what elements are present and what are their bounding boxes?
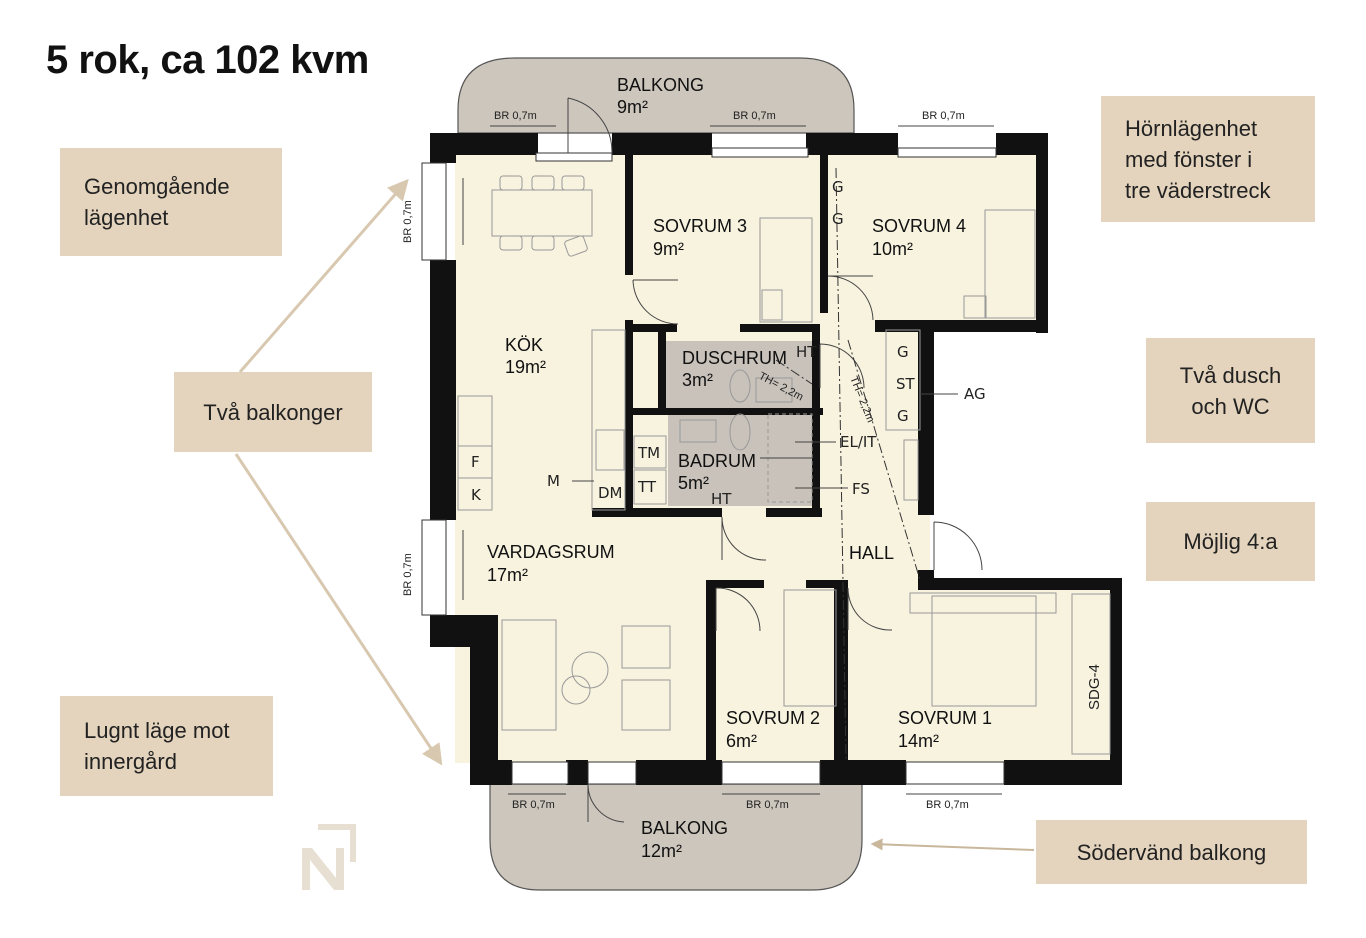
fixture-dm: DM: [598, 484, 623, 502]
bed-sovrum2: [783, 589, 837, 707]
br-label-sovrum3: BR 0,7m: [733, 110, 776, 122]
badrum-toilet: [729, 413, 751, 451]
ceiling-height-lines: [775, 167, 921, 761]
fixture-st: ST: [896, 375, 916, 393]
fixture-fs: FS: [852, 480, 870, 498]
bed-sovrum4: [984, 209, 1036, 319]
arrow-to-west-window: [238, 178, 409, 373]
sofa: [501, 619, 557, 731]
badrum-sink: [679, 419, 717, 443]
page-title: 5 rok, ca 102 kvm: [46, 38, 369, 82]
fixture-g1: G: [832, 178, 844, 196]
duschrum-toilet: [729, 369, 751, 403]
windows: [421, 147, 1005, 785]
armchair-1: [621, 625, 671, 669]
arrow-to-courtyard: [234, 453, 443, 766]
fixture-m: M: [547, 472, 560, 490]
balkong-north-area: 9m²: [617, 97, 648, 117]
badrum-floor: [668, 414, 820, 506]
leader-lines: [572, 393, 958, 489]
arrow-to-south-balcony: [870, 838, 1035, 851]
br-label-sovrum4: BR 0,7m: [922, 110, 965, 122]
sovrum4-name: SOVRUM 4: [872, 216, 966, 236]
fixture-k: K: [471, 486, 482, 504]
callout-sodervand: Södervänd balkong: [1036, 820, 1307, 884]
washer-tm: [633, 435, 667, 469]
fixture-g3: G: [897, 343, 909, 361]
sovrum2-name: SOVRUM 2: [726, 708, 820, 728]
sovrum2-area: 6m²: [726, 731, 757, 751]
callout-genomgaende-text: Genomgående lägenhet: [84, 174, 230, 230]
balcony-south: [489, 783, 863, 891]
callout-mojlig: Möjlig 4:a: [1146, 502, 1315, 581]
fixture-f: F: [471, 453, 480, 471]
balkong-south-name: BALKONG: [641, 818, 728, 838]
callout-lugnt-lage: Lugnt läge mot innergård: [60, 696, 273, 796]
dryer-tt: [633, 469, 667, 505]
wardrobe: [1071, 593, 1111, 755]
interior-walls: [592, 153, 848, 760]
fixture-sdg: SDG-4: [1086, 664, 1103, 710]
callout-hornlagenhet-text: Hörnlägenhet med fönster i tre väderstre…: [1125, 115, 1271, 203]
badrum-name: BADRUM: [678, 451, 756, 471]
duschrum-sink: [755, 377, 793, 403]
kok-name: KÖK: [505, 335, 543, 355]
callout-mojlig-text: Möjlig 4:a: [1183, 529, 1278, 554]
br-label-south-2: BR 0,7m: [746, 799, 789, 811]
br-label-balcony-north: BR 0,7m: [494, 110, 537, 122]
duschrum-floor: [660, 341, 820, 411]
hall-name: HALL: [849, 543, 894, 563]
fixture-tm: TM: [637, 444, 660, 462]
furniture: [457, 175, 1111, 755]
br-label-west-vardag: BR 0,7m: [402, 553, 414, 596]
sovrum3-name: SOVRUM 3: [653, 216, 747, 236]
bed-sovrum3: [759, 217, 813, 323]
callout-hornlagenhet: Hörnlägenhet med fönster i tre väderstre…: [1101, 96, 1315, 222]
fixture-ht1: HT: [796, 343, 817, 361]
kok-area: 19m²: [505, 357, 546, 377]
vardagsrum-area: 17m²: [487, 565, 528, 585]
br-label-west-kok: BR 0,7m: [402, 200, 414, 243]
balkong-south-area: 12m²: [641, 841, 682, 861]
sovrum1-area: 14m²: [898, 731, 939, 751]
logo-icon: [302, 824, 356, 890]
badrum-area: 5m²: [678, 473, 709, 493]
duschrum-name: DUSCHRUM: [682, 348, 787, 368]
duschrum-area: 3m²: [682, 370, 713, 390]
fixture-g4: G: [897, 407, 909, 425]
callout-tva-dusch-text: Två dusch och WC: [1179, 362, 1282, 419]
armchair-2: [621, 679, 671, 731]
vardagsrum-name: VARDAGSRUM: [487, 542, 615, 562]
fixture-ht2: HT: [711, 490, 732, 508]
balkong-north-name: BALKONG: [617, 75, 704, 95]
callout-genomgaende: Genomgående lägenhet: [60, 148, 282, 256]
br-label-south-3: BR 0,7m: [926, 799, 969, 811]
balcony-north: [457, 57, 855, 134]
callout-tva-balkonger-text: Två balkonger: [203, 399, 343, 425]
fixture-g2: G: [832, 210, 844, 228]
window-glazing-lines: [462, 125, 1002, 795]
br-label-south-1: BR 0,7m: [512, 799, 555, 811]
callout-sodervand-text: Södervänd balkong: [1076, 839, 1267, 865]
sovrum4-area: 10m²: [872, 239, 913, 259]
walls: [430, 133, 1122, 785]
fixture-elit: EL/IT: [840, 433, 877, 451]
bed-sovrum1: [931, 595, 1037, 707]
sovrum3-area: 9m²: [653, 239, 684, 259]
doors: [567, 97, 983, 823]
fixture-tt: TT: [637, 478, 657, 496]
callout-lugnt-lage-text: Lugnt läge mot innergård: [84, 718, 230, 774]
callout-tva-dusch: Två dusch och WC: [1146, 338, 1315, 443]
sovrum1-name: SOVRUM 1: [898, 708, 992, 728]
fixture-ag: AG: [964, 385, 986, 403]
callout-tva-balkonger: Två balkonger: [174, 372, 372, 452]
kitchen-counter: [591, 329, 626, 511]
